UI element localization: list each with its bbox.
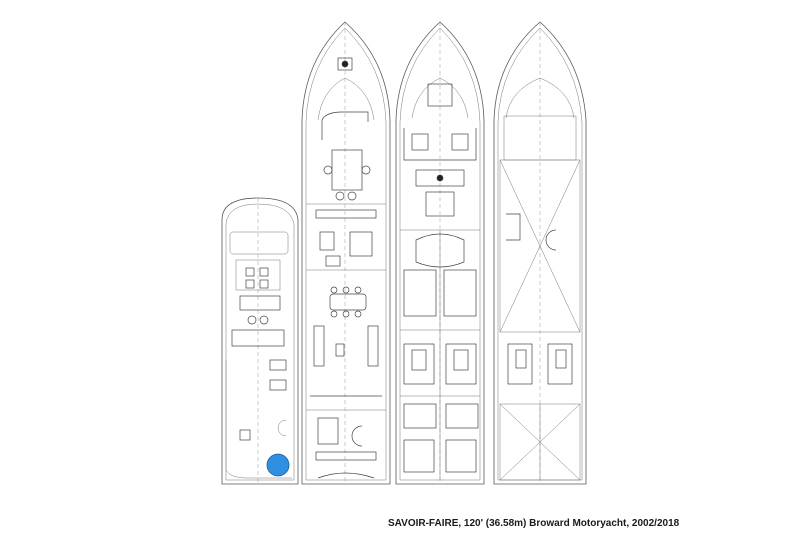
jacuzzi-icon [266, 453, 290, 477]
drawing-caption: SAVOIR-FAIRE, 120' (36.58m) Broward Moto… [388, 518, 680, 529]
profile-roof-plan [493, 21, 587, 485]
main-deck-plan [301, 21, 391, 485]
sun-deck-plan [221, 197, 299, 485]
lower-deck-plan [395, 21, 485, 485]
